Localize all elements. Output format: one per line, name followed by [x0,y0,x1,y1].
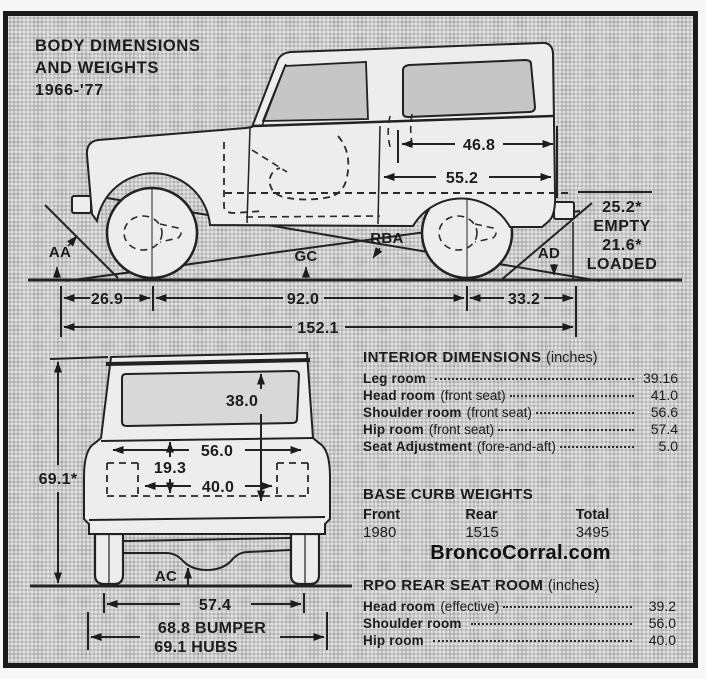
weight-col-front: Front 1980 [363,507,401,541]
dim-cargo-length-lower: 55.2 [446,170,478,187]
dim-wheelbase: 92.0 [287,291,319,308]
rear-axle [124,549,291,572]
table-row: Seat Adjustment(fore-and-aft) 5.0 [363,438,678,454]
table-row: Hip room 40.0 [363,632,676,648]
base-curb-weights-section: BASE CURB WEIGHTS Front 1980 Rear 1515 T… [363,486,678,541]
interior-dimensions-heading: INTERIOR DIMENSIONS (inches) [363,349,678,366]
dim-track-width: 57.4 [199,597,231,614]
table-row: Shoulder room(front seat) 56.6 [363,404,678,420]
title-years: 1966-'77 [35,82,104,99]
rpo-rear-seat-room-section: RPO REAR SEAT ROOM (inches) Head room(ef… [363,577,676,649]
watermark-text: BroncoCorral.com [430,542,611,564]
label-ad: AD [538,245,560,262]
rear-window [121,369,301,428]
side-view-drawing: 46.8 55.2 25.2* EMPTY 21.6* LOADED AA GC… [28,41,682,337]
table-row: Head room(effective) 39.2 [363,598,676,614]
table-row: Shoulder room 56.0 [363,615,676,631]
dim-angle-empty: 25.2* [602,199,642,216]
dim-floor-width: 40.0 [202,479,234,496]
dim-cargo-length-upper: 46.8 [463,137,495,154]
label-rba: RBA [370,230,403,247]
dim-rear-overhang: 33.2 [508,291,540,308]
weight-col-rear: Rear 1515 [465,507,499,541]
weight-col-total: Total 3495 [575,507,610,541]
interior-dimensions-unit: (inches) [546,350,598,366]
page-title: BODY DIMENSIONS AND WEIGHTS 1966-'77 [35,35,200,103]
dim-opening-height: 38.0 [226,393,258,410]
dim-angle-loaded: 21.6* [602,237,642,254]
dim-floor-height: 19.3 [154,460,186,477]
rpo-title: RPO REAR SEAT ROOM [363,577,544,594]
side-rear-wheel [420,186,514,280]
label-ac: AC [155,568,177,585]
label-gc: GC [294,248,317,265]
base-curb-weights-heading: BASE CURB WEIGHTS [363,486,534,503]
title-line-1: BODY DIMENSIONS [35,37,201,55]
dim-front-overhang: 26.9 [91,291,123,308]
label-empty: EMPTY [593,218,651,235]
weights-table: Front 1980 Rear 1515 Total 3495 [363,507,678,541]
rear-view-wheels [93,532,321,586]
angle-text-block: 25.2* EMPTY 21.6* LOADED [587,199,658,273]
table-row: Head room(front seat) 41.0 [363,387,678,403]
rpo-heading: RPO REAR SEAT ROOM (inches) [363,577,676,594]
dim-body-width: 56.0 [201,443,233,460]
label-aa: AA [49,244,71,261]
length-dimensions: 26.9 92.0 33.2 152.1 [60,286,577,337]
label-loaded: LOADED [587,256,658,273]
title-line-2: AND WEIGHTS [35,59,159,77]
rear-quarter-window [402,58,537,119]
dim-hub-width: 69.1 HUBS [154,639,238,656]
rear-view-drawing: 69.1* 38.0 56.0 19.3 40.0 AC 57.4 68.8 B… [30,351,352,656]
interior-dimensions-title: INTERIOR DIMENSIONS [363,349,542,366]
front-bumper [71,195,92,214]
table-row: Leg room 39.16 [363,370,678,386]
rear-bumper [553,201,575,220]
side-front-wheel [105,186,199,280]
dim-overall-length: 152.1 [297,320,339,337]
interior-dimensions-section: INTERIOR DIMENSIONS (inches) Leg room 39… [363,349,678,455]
table-row: Hip room(front seat) 57.4 [363,421,678,437]
rpo-unit: (inches) [547,578,600,594]
dim-bumper-width: 68.8 BUMPER [158,620,266,637]
dim-overall-height: 69.1* [39,471,78,488]
cargo-floor-dashed [106,462,309,497]
